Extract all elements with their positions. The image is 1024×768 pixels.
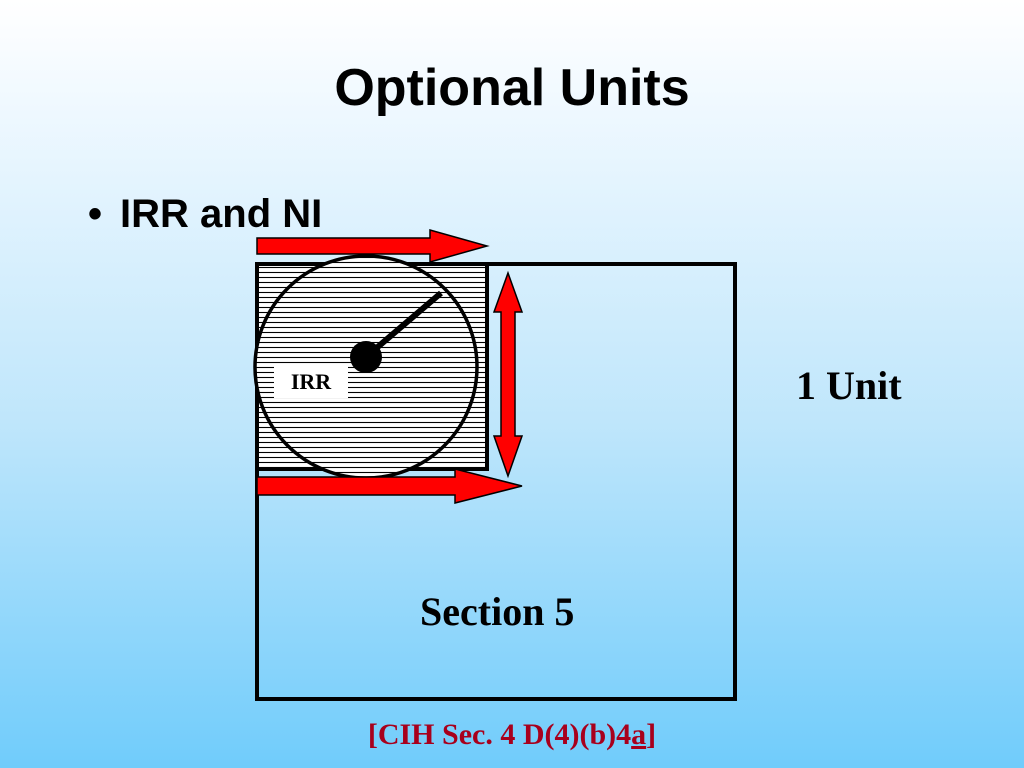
bullet-text: IRR and NI [120, 192, 323, 236]
pivot-arm [364, 290, 443, 360]
bottom-arrow [256, 468, 523, 504]
section-label: Section 5 [420, 589, 575, 634]
vertical-double-arrow [492, 270, 524, 479]
slide-title: Optional Units [334, 59, 690, 117]
citation-suffix: ] [646, 718, 657, 751]
pivot-center [350, 341, 382, 373]
top-arrow [256, 229, 490, 263]
unit-label: 1 Unit [796, 363, 902, 408]
bullet-dot: • [88, 192, 103, 236]
irr-label: IRR [274, 366, 348, 398]
citation-underlined: a [631, 718, 647, 751]
bullet-item: • IRR and NI [88, 192, 322, 237]
citation: [CIH Sec. 4 D(4)(b)4a] [0, 718, 1024, 752]
citation-prefix: [CIH Sec. 4 D(4)(b)4 [367, 718, 632, 751]
